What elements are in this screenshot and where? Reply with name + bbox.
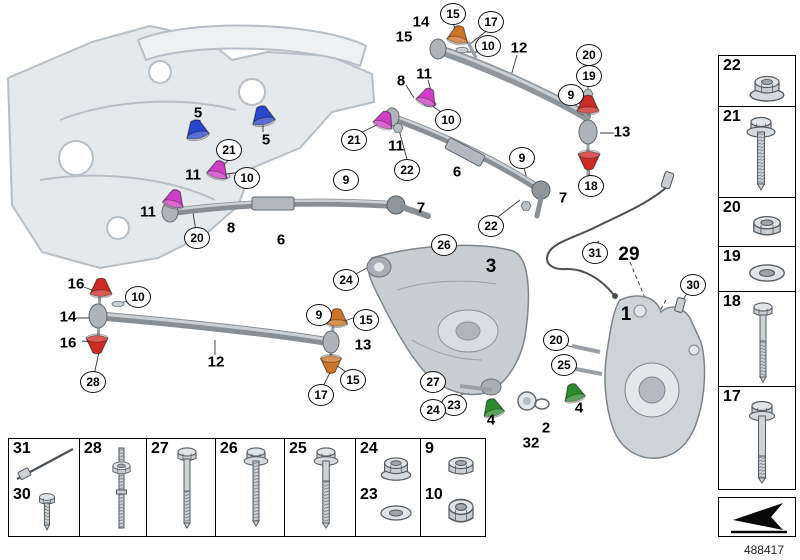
small-fastener-parts bbox=[111, 41, 603, 411]
hex-nut-icon bbox=[448, 456, 474, 475]
bushing-red-icon bbox=[576, 94, 600, 116]
part-box-27: 27 bbox=[146, 438, 216, 537]
part-box-21: 21 bbox=[718, 106, 796, 198]
control-rod-left bbox=[161, 195, 431, 223]
part-number-label: 17 bbox=[723, 388, 741, 405]
bushing-green-icon bbox=[479, 395, 506, 421]
lower-control-arm bbox=[366, 244, 530, 396]
bushing-orange-icon bbox=[320, 353, 342, 374]
cable-tie-icon bbox=[16, 448, 74, 481]
hex-nut-icon bbox=[753, 215, 781, 236]
part-number-label: 23 bbox=[360, 485, 378, 503]
direction-arrow-box bbox=[718, 497, 796, 537]
flange-bolt-icon bbox=[243, 447, 269, 527]
part-box-25: 25 bbox=[284, 438, 356, 537]
part-number-label: 30 bbox=[13, 485, 31, 503]
long-bolt-icon bbox=[753, 302, 773, 383]
part-number-label: 19 bbox=[723, 248, 741, 265]
part-number-label: 18 bbox=[723, 293, 741, 310]
part-number-label: 31 bbox=[13, 440, 31, 457]
part-number-label: 9 bbox=[425, 440, 434, 457]
hex-bolt-icon bbox=[177, 447, 197, 529]
part-number-label: 21 bbox=[723, 108, 741, 125]
part-box-24-23: 24 23 bbox=[355, 438, 421, 537]
bushing-orange-icon bbox=[326, 308, 348, 329]
part-number-label: 28 bbox=[84, 440, 102, 457]
hex-nut-icon bbox=[448, 498, 474, 523]
part-number-label: 10 bbox=[425, 485, 443, 503]
part-box-20: 20 bbox=[718, 197, 796, 247]
bushing-red-icon bbox=[577, 149, 601, 171]
trailing-rod-lower bbox=[88, 281, 340, 369]
part-box-28: 28 bbox=[79, 438, 147, 537]
bushing-orange-icon bbox=[445, 23, 471, 47]
part-number-label: 22 bbox=[723, 57, 741, 74]
camber-rod-upper bbox=[429, 38, 598, 176]
diagram-number: 488417 bbox=[743, 543, 784, 557]
part-box-22: 22 bbox=[718, 55, 796, 107]
direction-arrow-icon bbox=[731, 503, 787, 534]
part-number-label: 24 bbox=[360, 440, 378, 457]
part-number-label: 20 bbox=[723, 199, 741, 216]
part-box-18: 18 bbox=[718, 291, 796, 387]
part-box-9-10: 9 10 bbox=[420, 438, 486, 537]
stud-bolt-icon bbox=[112, 447, 131, 529]
flange-nut-icon bbox=[380, 457, 412, 481]
flange-nut-icon bbox=[749, 75, 785, 102]
control-rod-upper bbox=[384, 107, 551, 219]
wheel-carrier bbox=[604, 295, 706, 459]
part-number-label: 25 bbox=[289, 440, 307, 457]
part-box-26: 26 bbox=[215, 438, 285, 537]
hex-bolt-icon bbox=[748, 400, 776, 484]
flange-bolt-icon bbox=[313, 447, 339, 529]
part-box-19: 19 bbox=[718, 246, 796, 292]
bushing-red-icon bbox=[89, 277, 113, 299]
washer-icon bbox=[380, 505, 412, 521]
part-number-label: 27 bbox=[151, 440, 169, 457]
washer-icon bbox=[749, 264, 785, 282]
part-number-label: 26 bbox=[220, 440, 238, 457]
screw-icon bbox=[39, 493, 55, 532]
bushing-red-icon bbox=[85, 333, 109, 355]
bushing-green-icon bbox=[560, 380, 587, 406]
part-box-31-30: 31 30 bbox=[8, 438, 80, 537]
flange-bolt-icon bbox=[746, 116, 776, 191]
rear-subframe bbox=[7, 24, 375, 269]
part-box-17: 17 bbox=[718, 386, 796, 490]
abs-sensor-wire bbox=[546, 171, 686, 313]
